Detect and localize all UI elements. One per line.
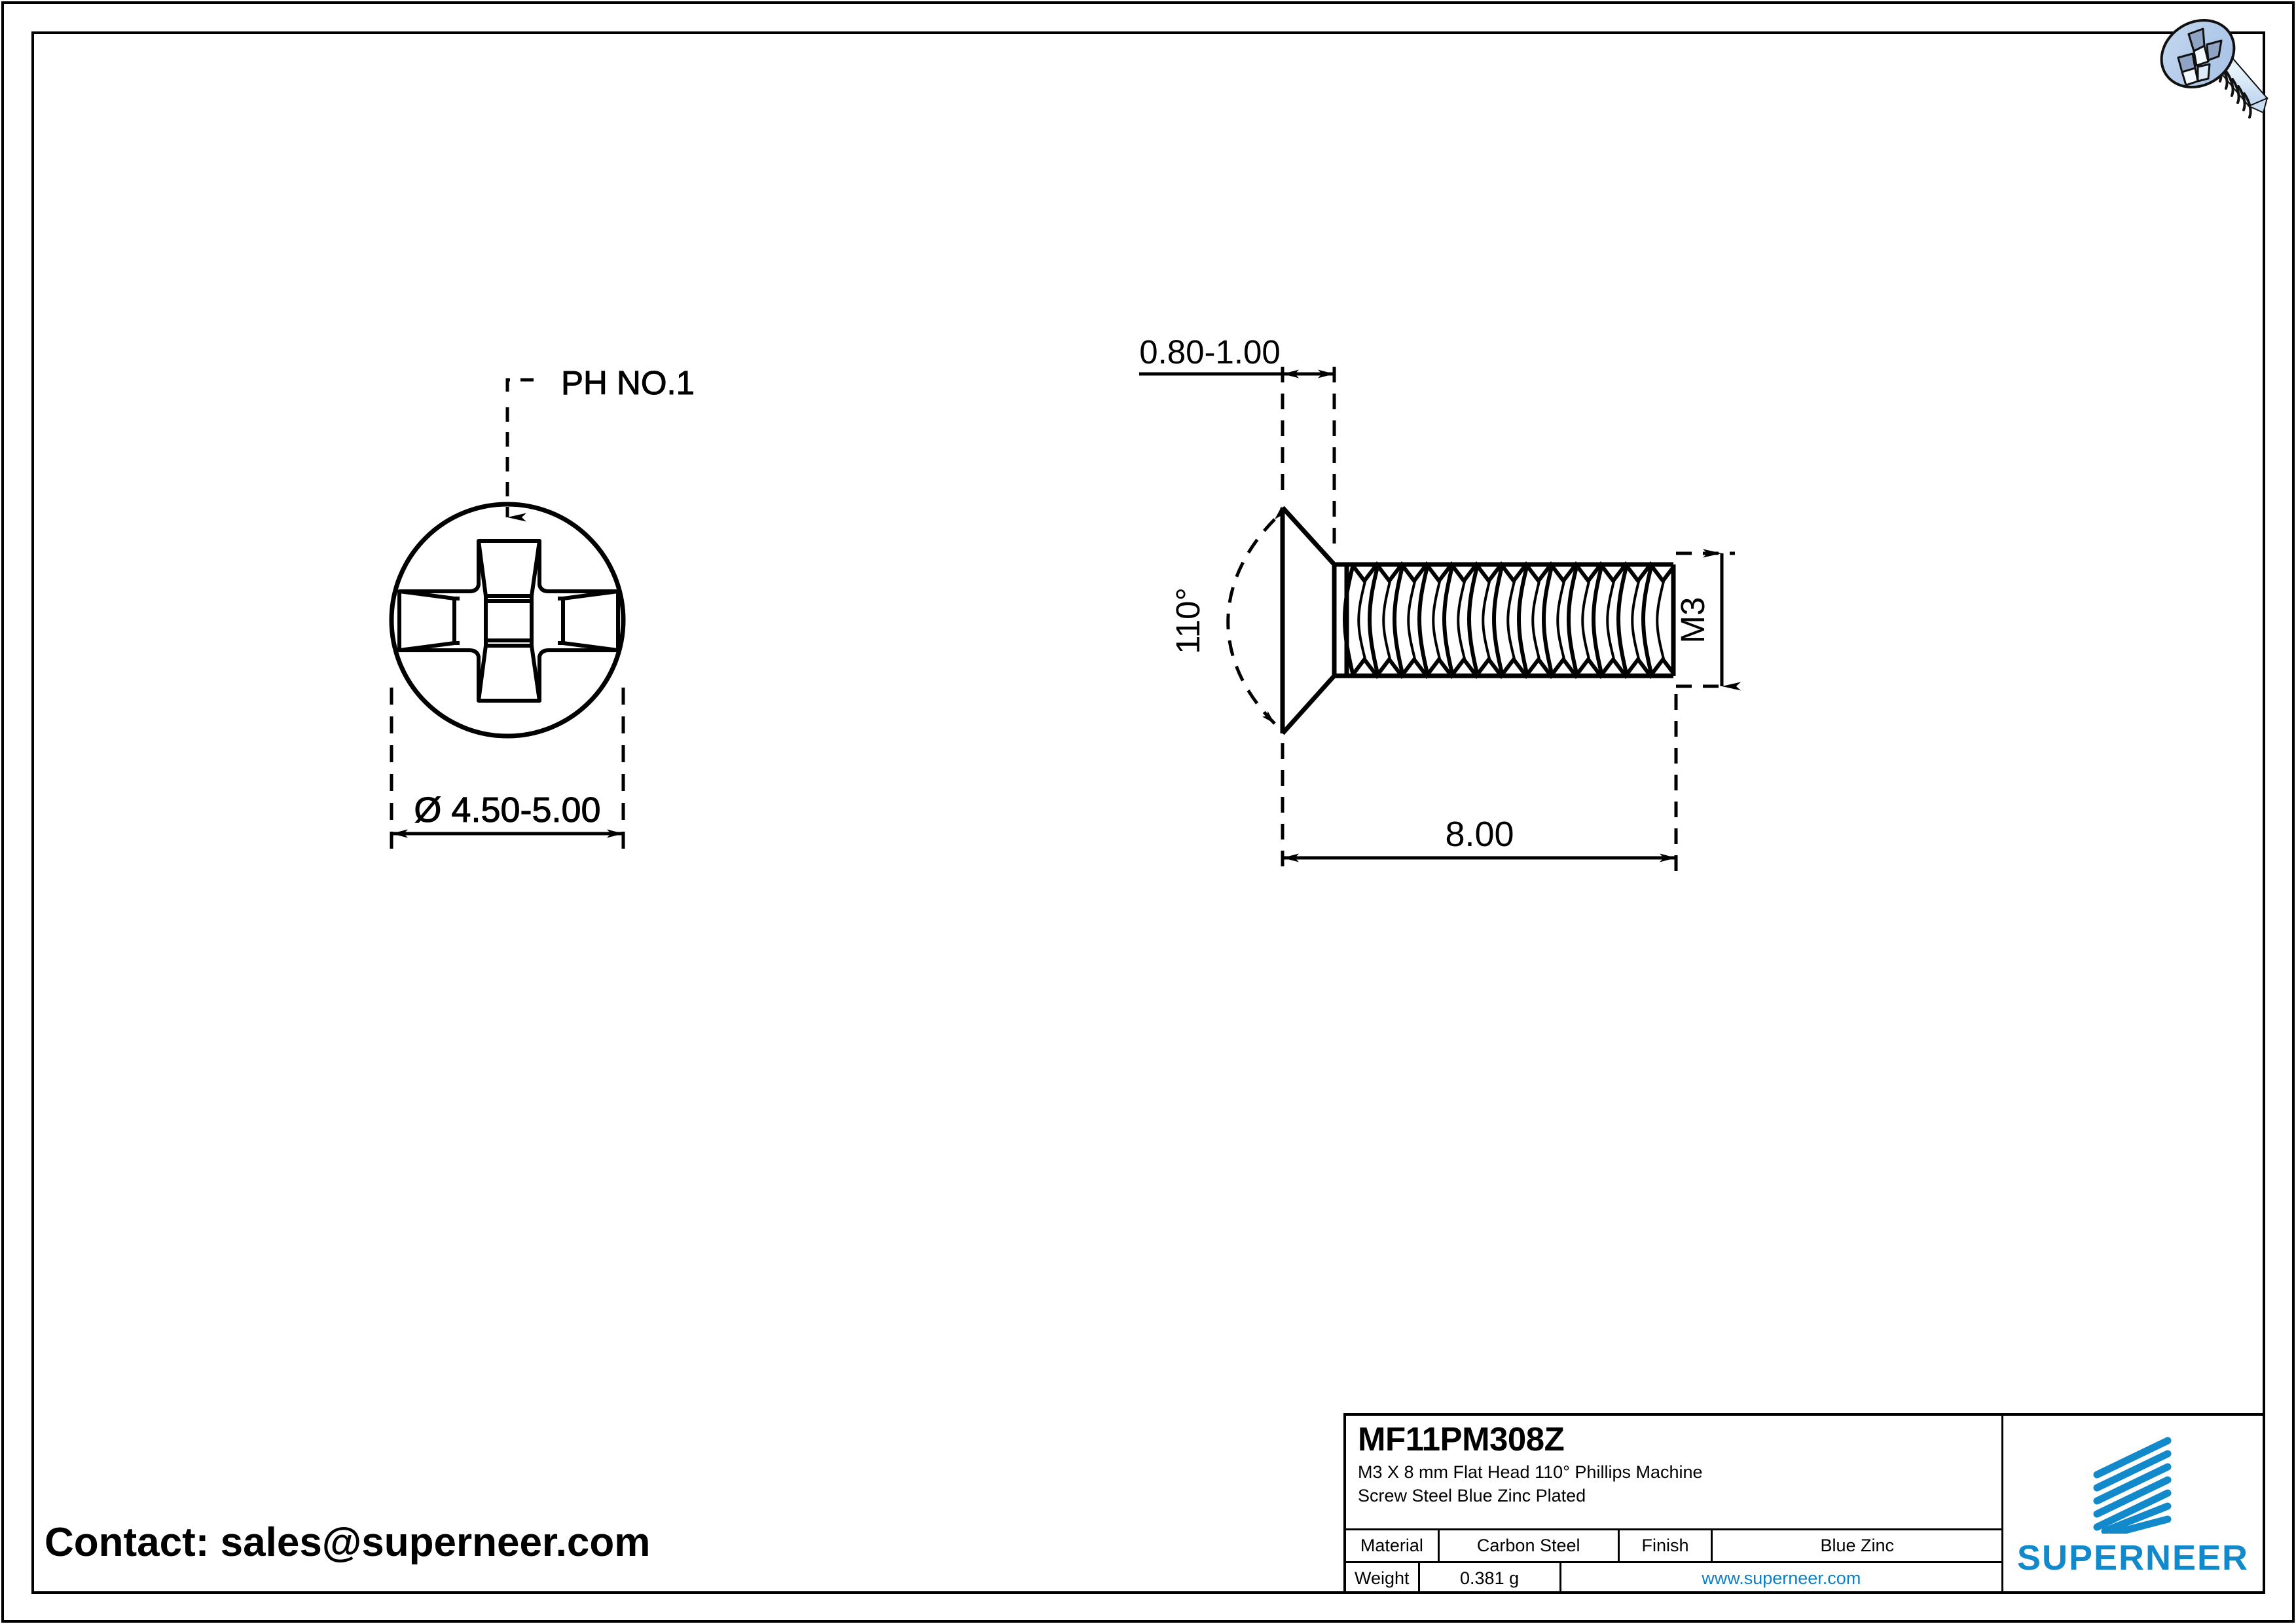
description-line-1: M3 X 8 mm Flat Head 110° Phillips Machin… xyxy=(1358,1462,1703,1482)
length-label: 8.00 xyxy=(1445,815,1514,854)
diameter-dimension-label: Ø 4.50-5.00 xyxy=(414,790,600,830)
finish-value: Blue Zinc xyxy=(1820,1536,1894,1555)
title-block-description: MF11PM308Z M3 X 8 mm Flat Head 110° Phil… xyxy=(1346,1416,2001,1528)
side-view: 0.80-1.00 110° M3 8.00 xyxy=(1139,333,1741,874)
length-dimension xyxy=(1281,694,1678,874)
screw-head-3d xyxy=(2160,18,2236,89)
title-block-row-weight: Weight 0.381 g www.superneer.com xyxy=(1346,1561,2001,1594)
front-view: PH NO.1 Ø 4.50-5.00 xyxy=(389,364,695,851)
head-angle-label: 110° xyxy=(1169,587,1207,654)
sheet-frame-inner xyxy=(31,31,2265,1594)
contact-line: Contact: sales@superneer.com xyxy=(45,1520,651,1565)
head-angle-dimension xyxy=(1226,506,1287,725)
title-block: MF11PM308Z M3 X 8 mm Flat Head 110° Phil… xyxy=(1343,1413,2265,1594)
head-outline-circle xyxy=(389,502,626,739)
title-block-row-material: Material Carbon Steel Finish Blue Zinc xyxy=(1346,1528,2001,1561)
material-label: Material xyxy=(1346,1530,1440,1561)
finish-label: Finish xyxy=(1620,1530,1713,1561)
brand-panel: SUPERNEER xyxy=(2003,1413,2265,1594)
phillips-recess-3d xyxy=(2177,28,2223,86)
ph-leader xyxy=(505,378,534,522)
ph-number-label: PH NO.1 xyxy=(561,364,695,401)
thread-diameter-label: M3 xyxy=(1674,597,1711,644)
thread-diameter-dimension xyxy=(1676,549,1741,691)
head-height-dimension xyxy=(1139,367,1336,553)
phillips-recess xyxy=(397,539,620,703)
superneer-logo-icon xyxy=(2093,1437,2172,1534)
diameter-dimension xyxy=(390,688,625,851)
part-number: MF11PM308Z xyxy=(1358,1420,1565,1458)
thread-profile xyxy=(1343,561,1675,679)
description-line-2: Screw Steel Blue Zinc Plated xyxy=(1358,1485,1586,1505)
head-profile xyxy=(1280,506,1349,735)
weight-label: Weight xyxy=(1346,1563,1420,1594)
website-link[interactable]: www.superneer.com xyxy=(1702,1568,1861,1588)
brand-wordmark: SUPERNEER xyxy=(2016,1538,2250,1578)
title-block-left: MF11PM308Z M3 X 8 mm Flat Head 110° Phil… xyxy=(1343,1413,2003,1594)
screw-3d-render xyxy=(2160,18,2269,119)
material-value: Carbon Steel xyxy=(1440,1530,1620,1561)
weight-value: 0.381 g xyxy=(1420,1563,1561,1594)
head-height-label: 0.80-1.00 xyxy=(1139,333,1281,371)
